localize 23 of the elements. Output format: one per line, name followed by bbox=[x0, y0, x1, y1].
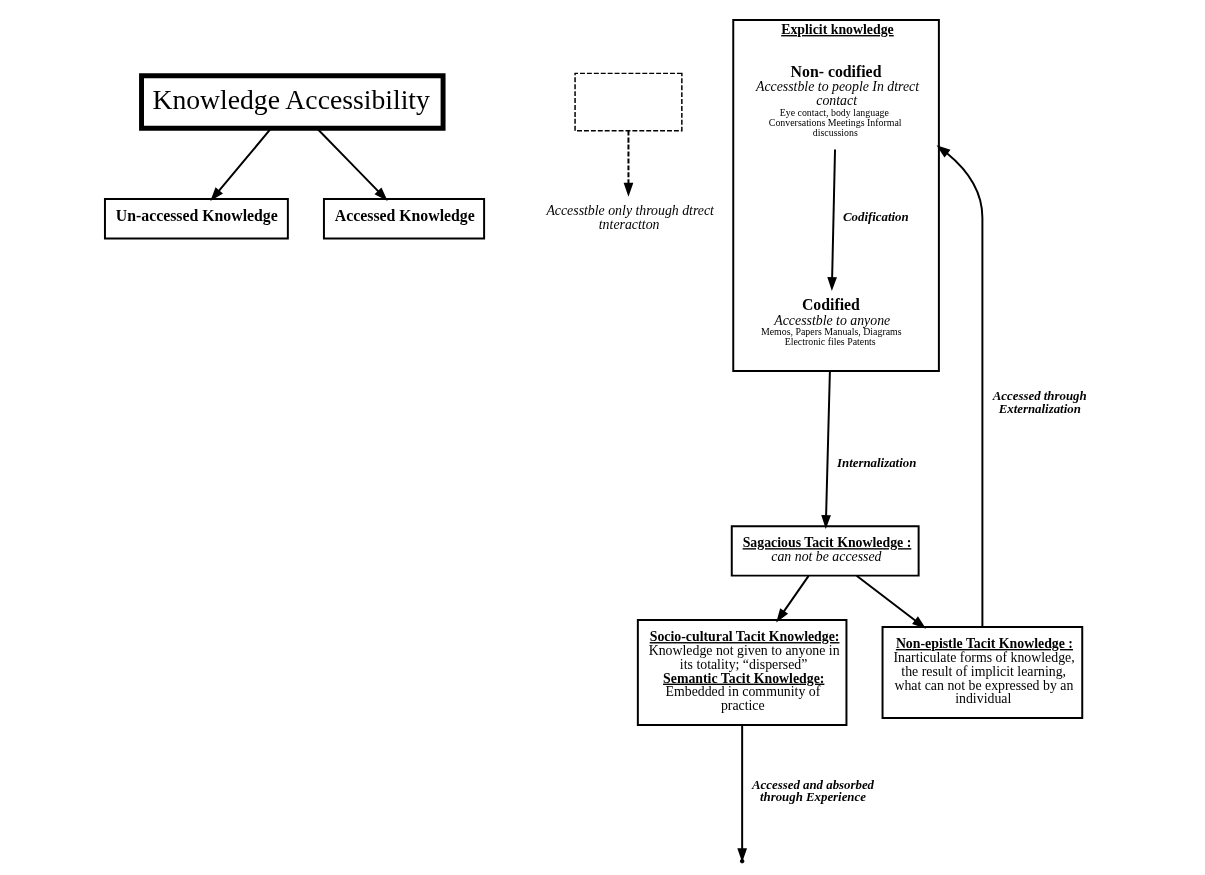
node-box: Knowledge Accessibility bbox=[139, 73, 446, 131]
node-box: Accessed Knowledge bbox=[322, 197, 486, 240]
node-box: Non-epistle Tacit Knowledge : Inarticulate forms of knowledge, the result of implicit learning, what can not be expressed by an individual bbox=[881, 626, 1084, 719]
edge-label: Codification bbox=[842, 210, 909, 225]
arrow bbox=[821, 369, 831, 529]
node-text: Non- codified Accesstble to people In dtrect contact Eye contact, body language Conversations Meetings Informal discussions bbox=[755, 63, 920, 138]
node-text: Codified Accesstble to anyone Memos, Papers Manuals, Diagrams Electronic files Patents bbox=[760, 296, 902, 348]
arrow bbox=[737, 724, 747, 863]
edge-label: Internalization bbox=[837, 456, 917, 471]
arrow bbox=[855, 574, 927, 629]
edge-label: Accessed through Externalization bbox=[992, 389, 1087, 416]
node-box: Sagacious Tacit Knowledge : can not be accessed bbox=[730, 525, 920, 577]
arrow bbox=[623, 129, 634, 197]
arrow bbox=[316, 127, 388, 201]
node-box: Socio-cultural Tacit Knowledge: Knowledge not given to anyone in its totality; “dispersed” Semantic Tacit Knowledge: Embedded in community of practice bbox=[636, 619, 848, 726]
node-box: Un-accessed Knowledge bbox=[103, 197, 289, 240]
edge-label: Accessed and absorbed through Experience bbox=[752, 777, 875, 805]
arrow bbox=[827, 148, 837, 291]
node-text: Accesstble only through dtrect tnteractton bbox=[546, 202, 714, 232]
arrow bbox=[776, 574, 810, 623]
node-box bbox=[574, 72, 683, 132]
arrow bbox=[936, 145, 984, 628]
arrow bbox=[210, 127, 272, 202]
